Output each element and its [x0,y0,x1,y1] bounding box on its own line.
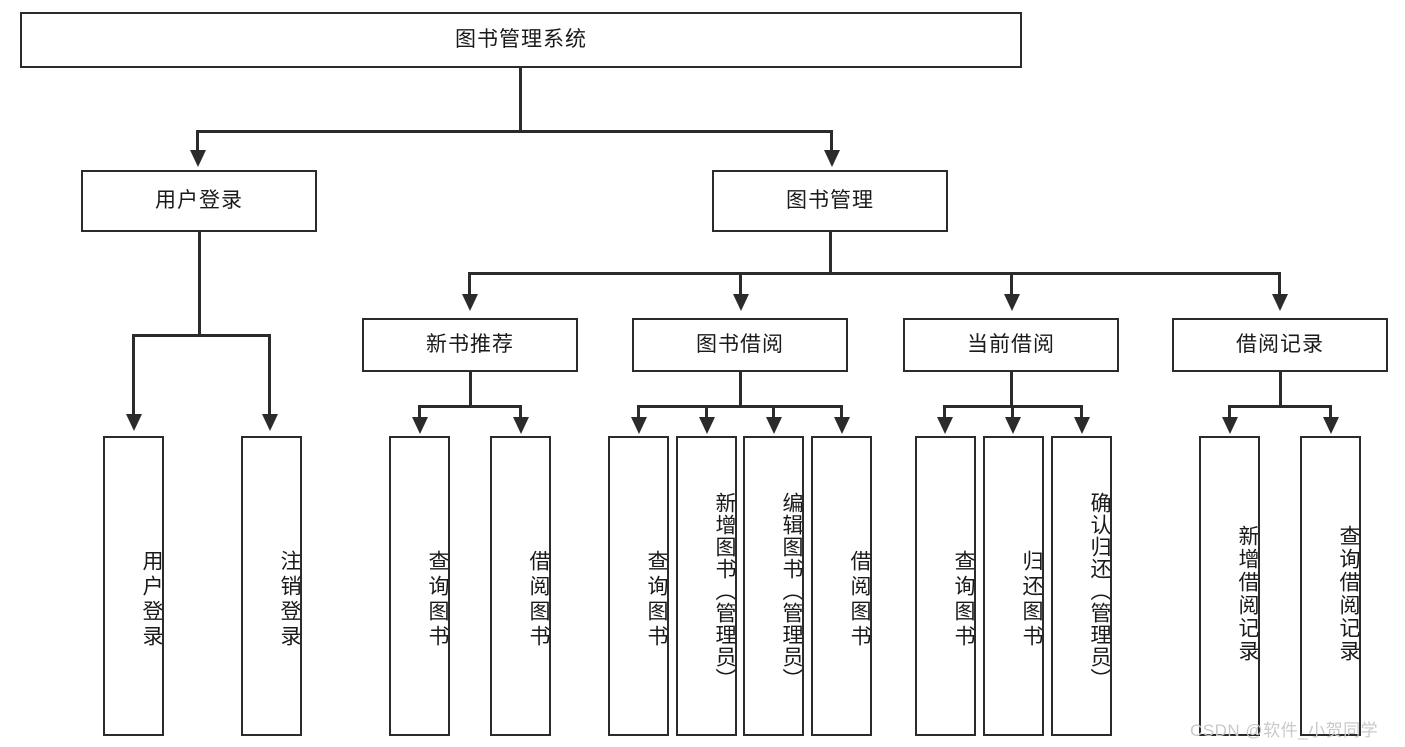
connector-book-management-stem [829,232,832,274]
connector-level2-drop-user-login [196,130,199,152]
node-label: 查询图书 [952,550,975,650]
node-current-borrow[interactable]: 当前借阅 [903,318,1119,372]
node-leaf-bb-add-book-admin[interactable]: 新增图书（管理员） [676,436,737,736]
connector-drop-br-leaf-1 [1228,405,1231,419]
arrow-to-br-leaf-2 [1323,417,1339,434]
watermark-text: CSDN @软件_小贺同学 [1190,721,1379,740]
node-leaf-br-query-record[interactable]: 查询借阅记录 [1300,436,1361,736]
arrow-to-bb-leaf-1 [631,417,647,434]
node-leaf-cb-confirm-return-admin[interactable]: 确认归还（管理员） [1051,436,1112,736]
node-label: 注销登录 [278,550,301,650]
arrow-to-cb-leaf-3 [1074,417,1090,434]
arrow-to-bb-leaf-4 [834,417,850,434]
node-label: 借阅图书 [527,550,550,650]
arrow-to-current-borrow [1004,294,1020,311]
connector-drop-user-login-leaf-2 [268,334,271,416]
node-label: 查询借阅记录 [1337,525,1360,663]
connector-drop-nbr-leaf-1 [418,405,421,419]
node-label: 图书管理系统 [455,28,587,52]
arrow-to-user-login-leaf-1 [126,414,142,431]
node-label: 查询图书 [645,550,668,650]
node-leaf-cb-query-book[interactable]: 查询图书 [915,436,976,736]
node-label: 借阅图书 [848,550,871,650]
watermark-csdn: CSDN @软件_小贺同学 [1190,716,1378,741]
node-label: 归还图书 [1020,550,1043,650]
arrow-to-borrow-record [1272,294,1288,311]
connector-new-book-recommend-stem [469,372,472,408]
arrow-to-bb-leaf-3 [766,417,782,434]
node-leaf-nbr-query-book[interactable]: 查询图书 [389,436,450,736]
arrow-to-bb-leaf-2 [699,417,715,434]
connector-drop-bb-leaf-4 [840,405,843,419]
arrow-to-new-book-recommend [462,294,478,311]
node-label: 编辑图书（管理员） [780,492,803,690]
connector-level2-drop-book-management [830,130,833,152]
connector-user-login-stem [198,232,201,336]
connector-borrow-record-stem [1279,372,1282,408]
connector-root-stem [519,68,522,132]
connector-new-book-recommend-bus [418,405,522,408]
connector-borrow-record-bus [1228,405,1332,408]
node-leaf-bb-query-book[interactable]: 查询图书 [608,436,669,736]
node-root-book-management-system[interactable]: 图书管理系统 [20,12,1022,68]
node-book-borrow[interactable]: 图书借阅 [632,318,848,372]
connector-drop-book-borrow [739,272,742,296]
connector-drop-bb-leaf-1 [637,405,640,419]
node-user-login[interactable]: 用户登录 [81,170,317,232]
arrow-to-book-borrow [733,294,749,311]
node-label: 新增图书（管理员） [713,492,736,690]
node-label: 图书管理 [786,189,874,213]
connector-drop-nbr-leaf-2 [519,405,522,419]
node-leaf-br-add-record[interactable]: 新增借阅记录 [1199,436,1260,736]
arrow-to-user-login-leaf-2 [262,414,278,431]
node-leaf-cb-return-book[interactable]: 归还图书 [983,436,1044,736]
connector-drop-cb-leaf-2 [1011,405,1014,419]
connector-drop-cb-leaf-3 [1080,405,1083,419]
connector-drop-cb-leaf-1 [943,405,946,419]
node-label: 借阅记录 [1236,333,1324,357]
connector-drop-new-book-recommend [468,272,471,296]
connector-current-borrow-stem [1010,372,1013,408]
node-leaf-bb-borrow-book[interactable]: 借阅图书 [811,436,872,736]
node-label: 确认归还（管理员） [1088,492,1111,690]
node-borrow-record[interactable]: 借阅记录 [1172,318,1388,372]
connector-drop-current-borrow [1010,272,1013,296]
node-label: 图书借阅 [696,333,784,357]
connector-drop-user-login-leaf-1 [132,334,135,416]
connector-drop-br-leaf-2 [1329,405,1332,419]
node-label: 新书推荐 [426,333,514,357]
arrow-to-nbr-leaf-2 [513,417,529,434]
connector-drop-borrow-record [1278,272,1281,296]
arrow-to-br-leaf-1 [1222,417,1238,434]
connector-user-login-bus [132,334,270,337]
connector-book-borrow-stem [739,372,742,408]
node-leaf-nbr-borrow-book[interactable]: 借阅图书 [490,436,551,736]
arrow-to-cb-leaf-2 [1005,417,1021,434]
node-book-management[interactable]: 图书管理 [712,170,948,232]
connector-level2-bus [196,130,833,133]
node-leaf-bb-edit-book-admin[interactable]: 编辑图书（管理员） [743,436,804,736]
arrow-to-book-management [824,150,840,167]
arrow-to-cb-leaf-1 [937,417,953,434]
connector-drop-bb-leaf-3 [772,405,775,419]
node-label: 当前借阅 [967,333,1055,357]
connector-drop-bb-leaf-2 [705,405,708,419]
node-label: 新增借阅记录 [1236,525,1259,663]
arrow-to-user-login [190,150,206,167]
arrow-to-nbr-leaf-1 [412,417,428,434]
node-new-book-recommend[interactable]: 新书推荐 [362,318,578,372]
connector-level3-bus [468,272,1280,275]
node-leaf-user-login[interactable]: 用户登录 [103,436,164,736]
node-label: 用户登录 [140,550,163,650]
node-leaf-logout[interactable]: 注销登录 [241,436,302,736]
connector-book-borrow-bus [637,405,843,408]
node-label: 查询图书 [426,550,449,650]
node-label: 用户登录 [155,189,243,213]
